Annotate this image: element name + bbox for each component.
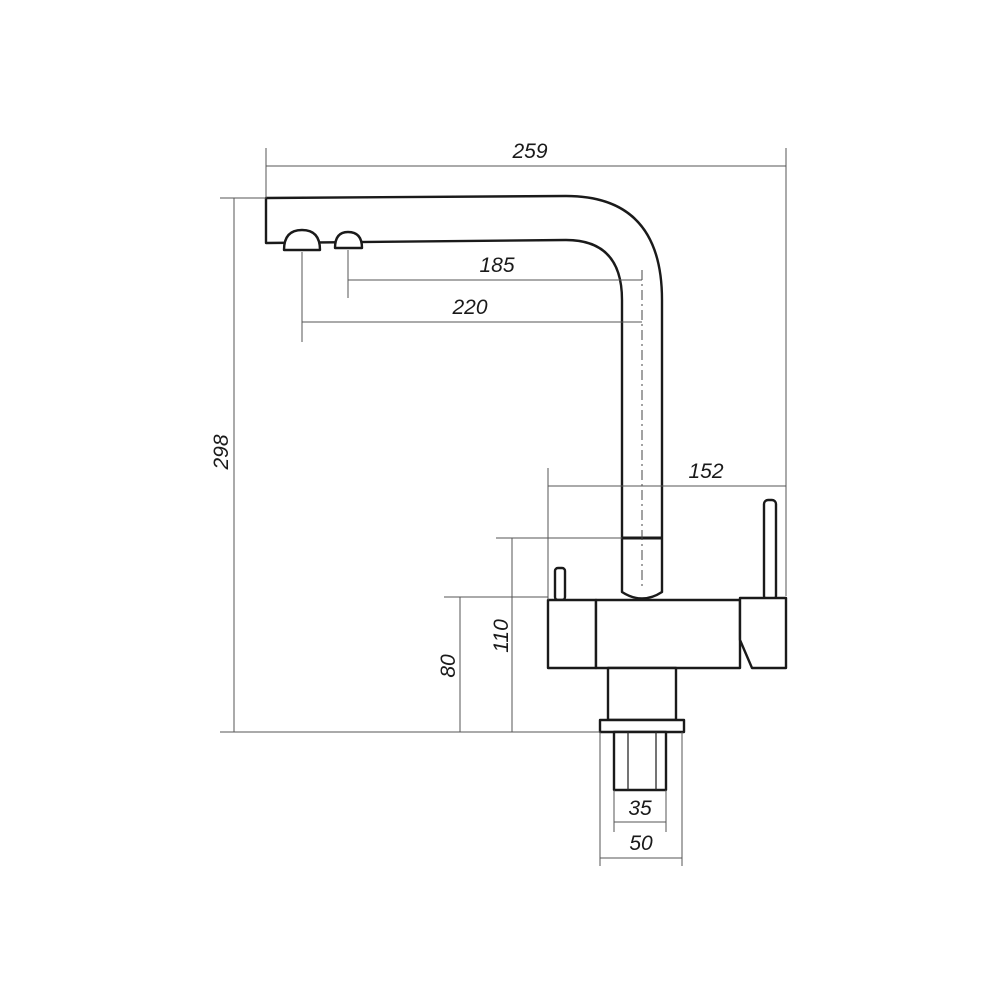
thread-pipe bbox=[612, 730, 668, 792]
outlet-small bbox=[333, 230, 364, 250]
faucet bbox=[264, 194, 788, 792]
label-handle-span: 152 bbox=[688, 460, 723, 483]
label-thread-outer: 50 bbox=[629, 832, 653, 855]
label-reach-large: 220 bbox=[451, 296, 487, 319]
dimension-body-lower: 80 bbox=[437, 596, 548, 732]
label-total-width: 259 bbox=[511, 140, 547, 163]
right-lever bbox=[762, 498, 778, 602]
mixer-body bbox=[594, 598, 742, 670]
mounting-shank bbox=[606, 666, 678, 722]
left-handle bbox=[546, 598, 598, 670]
dimension-body-upper: 110 bbox=[490, 537, 622, 732]
dimension-reach-large: 220 bbox=[301, 252, 642, 342]
dimension-thread-inner: 35 bbox=[613, 790, 667, 832]
dimension-reach-small: 185 bbox=[347, 250, 642, 298]
label-total-height: 298 bbox=[210, 434, 233, 470]
label-body-upper: 110 bbox=[490, 619, 513, 653]
label-reach-small: 185 bbox=[479, 254, 514, 277]
dimension-handle-span: 152 bbox=[547, 460, 786, 600]
outlet-large bbox=[282, 228, 322, 252]
washer bbox=[598, 718, 686, 734]
right-handle bbox=[738, 596, 788, 670]
left-lever bbox=[553, 566, 567, 602]
dimension-total-width: 259 bbox=[265, 140, 787, 596]
dimension-total-height: 298 bbox=[210, 197, 600, 733]
label-thread-inner: 35 bbox=[628, 797, 652, 820]
dimension-thread-outer: 50 bbox=[599, 732, 683, 866]
label-body-lower: 80 bbox=[437, 654, 460, 678]
